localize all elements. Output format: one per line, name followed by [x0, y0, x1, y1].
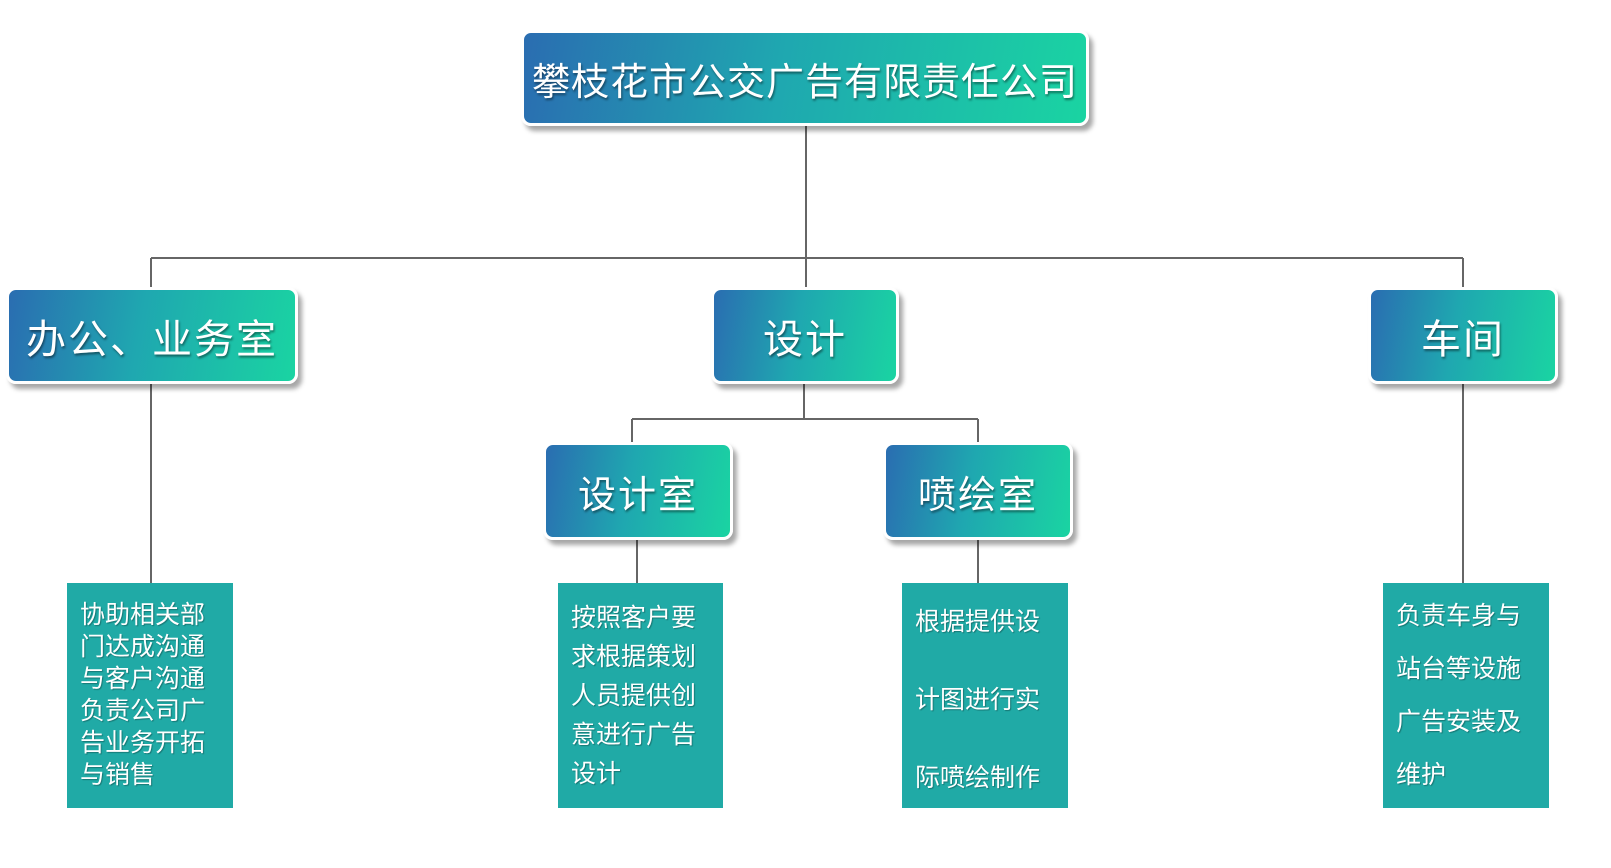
- office-desc-line: 协助相关部: [80, 600, 206, 629]
- workshop-description: 负责车身与 站台等设施 广告安装及 维护: [1383, 583, 1549, 808]
- office-description: 协助相关部 门达成沟通 与客户沟通 负责公司广 告业务开拓 与销售: [67, 583, 233, 808]
- office-desc-line: 告业务开拓: [80, 728, 206, 757]
- print-room-desc-line: 际喷绘制作: [915, 763, 1041, 792]
- office-desc-line: 门达成沟通: [80, 632, 206, 661]
- root-node: 攀枝花市公交广告有限责任公司: [521, 30, 1089, 126]
- dept-workshop-label: 车间: [1421, 316, 1505, 363]
- design-room-desc-line: 按照客户要: [571, 603, 697, 632]
- dept-office-node: 办公、业务室: [6, 287, 298, 384]
- dept-office-label: 办公、业务室: [26, 316, 278, 363]
- print-room-desc-line: 根据提供设: [915, 607, 1041, 636]
- design-room-desc-line: 意进行广告: [571, 720, 697, 749]
- office-desc-line: 与销售: [80, 760, 156, 789]
- design-room-label: 设计室: [577, 472, 698, 517]
- design-room-desc-line: 设计: [571, 759, 622, 788]
- dept-workshop-node: 车间: [1368, 287, 1558, 384]
- design-room-desc-line: 人员提供创: [571, 681, 697, 710]
- office-desc-line: 负责公司广: [80, 696, 206, 725]
- print-room-node: 喷绘室: [883, 442, 1073, 540]
- workshop-desc-line: 维护: [1396, 760, 1447, 789]
- root-label: 攀枝花市公交广告有限责任公司: [531, 59, 1078, 104]
- design-room-desc-line: 求根据策划: [571, 642, 697, 671]
- design-room-description: 按照客户要 求根据策划 人员提供创 意进行广告 设计: [558, 583, 723, 808]
- workshop-desc-line: 负责车身与: [1396, 601, 1522, 630]
- print-room-label: 喷绘室: [917, 472, 1038, 517]
- office-desc-line: 与客户沟通: [80, 664, 206, 693]
- design-room-node: 设计室: [543, 442, 733, 540]
- dept-design-label: 设计: [763, 316, 847, 363]
- workshop-desc-line: 站台等设施: [1396, 654, 1522, 683]
- dept-design-node: 设计: [711, 287, 899, 384]
- print-room-description: 根据提供设 计图进行实 际喷绘制作: [902, 583, 1068, 808]
- workshop-desc-line: 广告安装及: [1396, 707, 1522, 736]
- print-room-desc-line: 计图进行实: [915, 685, 1041, 714]
